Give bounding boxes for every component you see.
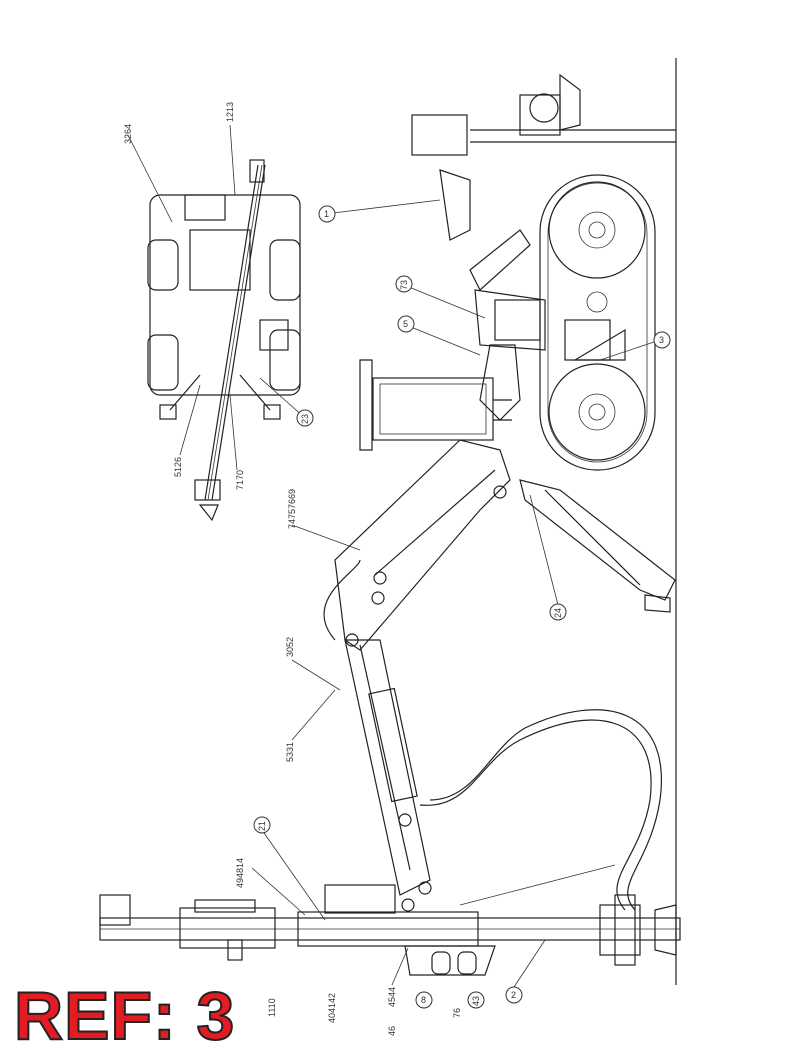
callout-label: 1110 <box>267 998 277 1017</box>
hose-lower <box>419 719 652 911</box>
callout-label: 494814 <box>235 858 245 888</box>
callout-label: 5126 <box>173 457 183 477</box>
callout-label: 7170 <box>235 470 245 490</box>
callout-label: 5 <box>403 319 408 329</box>
callout-label: 8 <box>421 995 426 1005</box>
hose-lower-outer <box>429 709 662 911</box>
plan-view <box>147 159 301 522</box>
callout-label: 76 <box>452 1008 462 1018</box>
callout-label: 43 <box>471 996 481 1006</box>
callout-label: 404142 <box>327 993 337 1023</box>
callout-label: 3 <box>659 335 664 345</box>
leader-lines <box>127 124 661 991</box>
callout-label: 2 <box>511 990 516 1000</box>
callout-label: 74757669 <box>287 489 297 529</box>
callout-label: 24 <box>553 608 563 618</box>
callout-label: 3264 <box>123 124 133 144</box>
carrier <box>359 73 676 471</box>
boom <box>334 439 676 912</box>
hose-upper <box>323 559 361 641</box>
callout-label: 3052 <box>285 637 295 657</box>
callout-label: 23 <box>300 414 310 424</box>
callout-label: 21 <box>257 821 267 831</box>
mast <box>99 884 681 976</box>
callout-label: 1 <box>324 209 329 219</box>
callout-balloons: 3264 1213 1 73 5 3 23 5126 7170 74757669… <box>123 102 671 1036</box>
reference-label: REF: 3 <box>13 978 236 1054</box>
callout-label: 5331 <box>285 742 295 762</box>
callout-label: 4544 <box>387 987 397 1007</box>
callout-label: 1213 <box>225 102 235 122</box>
callout-label: 46 <box>387 1026 397 1036</box>
callout-label: 73 <box>399 280 409 290</box>
